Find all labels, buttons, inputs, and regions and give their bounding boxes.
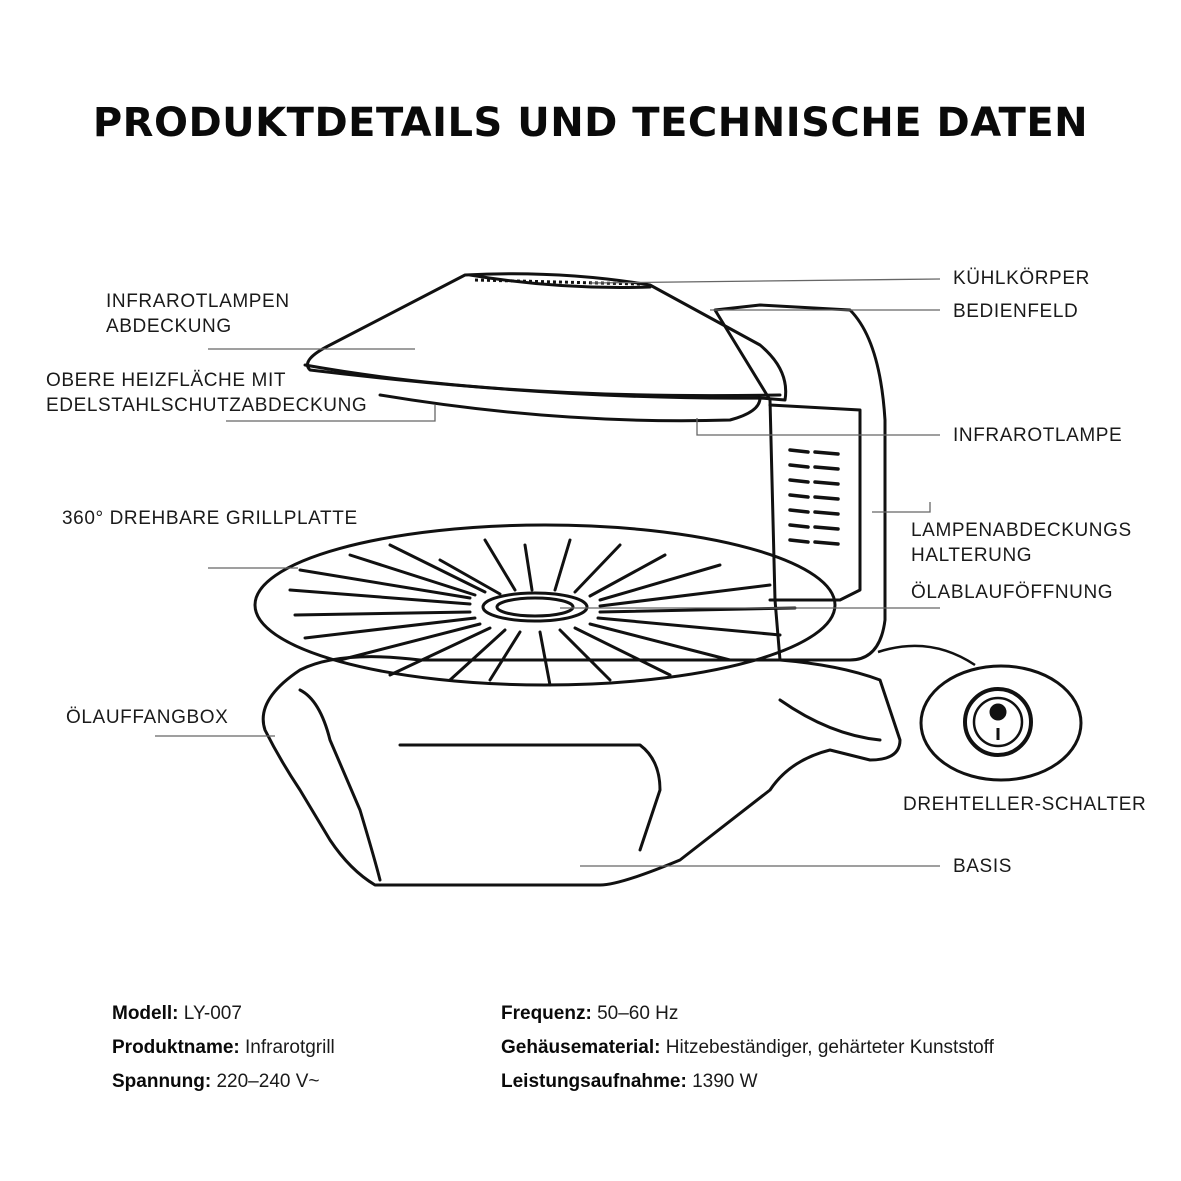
label-oil-drain: ÖLABLAUFÖFFNUNG <box>911 580 1113 605</box>
spec-value: Infrarotgrill <box>245 1037 335 1058</box>
spec-row: Spannung: 220–240 V~ <box>112 1065 335 1099</box>
spec-row: Modell: LY-007 <box>112 997 335 1031</box>
spec-row: Produktname: Infrarotgrill <box>112 1031 335 1065</box>
label-heat-sink: KÜHLKÖRPER <box>953 266 1090 291</box>
label-upper-heating-line-2: EDELSTAHLSCHUTZABDECKUNG <box>46 393 367 418</box>
spec-key: Gehäusematerial: <box>501 1037 660 1058</box>
label-lamp-cover: INFRAROTLAMPEN ABDECKUNG <box>106 289 290 339</box>
spec-value: Hitzebeständiger, gehärteter Kunststoff <box>666 1037 994 1058</box>
grill-plate-spokes <box>290 540 795 685</box>
label-turntable-switch: DREHTELLER-SCHALTER <box>903 792 1146 817</box>
label-upper-heating-line-1: OBERE HEIZFLÄCHE MIT <box>46 368 367 393</box>
spec-key: Leistungsaufnahme: <box>501 1071 687 1092</box>
spec-row: Frequenz: 50–60 Hz <box>501 997 994 1031</box>
specs-right: Frequenz: 50–60 Hz Gehäusematerial: Hitz… <box>501 997 994 1099</box>
spec-value: LY-007 <box>184 1003 242 1024</box>
spec-value: 1390 W <box>692 1071 757 1092</box>
spec-row: Leistungsaufnahme: 1390 W <box>501 1065 994 1099</box>
grill-lid <box>308 274 786 400</box>
label-upper-heating-surface: OBERE HEIZFLÄCHE MIT EDELSTAHLSCHUTZABDE… <box>46 368 367 418</box>
label-control-panel: BEDIENFELD <box>953 299 1078 324</box>
label-lamp-cover-line-2: ABDECKUNG <box>106 314 290 339</box>
spec-key: Modell: <box>112 1003 179 1024</box>
spec-row: Gehäusematerial: Hitzebeständiger, gehär… <box>501 1031 994 1065</box>
label-holder-line-1: LAMPENABDECKUNGS <box>911 518 1132 543</box>
label-grill-plate: 360° DREHBARE GRILLPLATTE <box>62 506 358 531</box>
label-oil-tray: ÖLAUFFANGBOX <box>66 705 228 730</box>
grill-base <box>263 657 900 885</box>
label-infrared-lamp: INFRAROTLAMPE <box>953 423 1122 448</box>
spec-key: Frequenz: <box>501 1003 592 1024</box>
spec-key: Spannung: <box>112 1071 211 1092</box>
turntable-switch-detail <box>878 646 1081 780</box>
label-holder-line-2: HALTERUNG <box>911 543 1132 568</box>
spec-value: 50–60 Hz <box>597 1003 678 1024</box>
spec-value: 220–240 V~ <box>216 1071 319 1092</box>
spec-key: Produktname: <box>112 1037 240 1058</box>
label-lamp-cover-line-1: INFRAROTLAMPEN <box>106 289 290 314</box>
specs-left: Modell: LY-007 Produktname: Infrarotgril… <box>112 997 335 1099</box>
label-base: BASIS <box>953 854 1012 879</box>
label-lamp-cover-holder: LAMPENABDECKUNGS HALTERUNG <box>911 518 1132 568</box>
